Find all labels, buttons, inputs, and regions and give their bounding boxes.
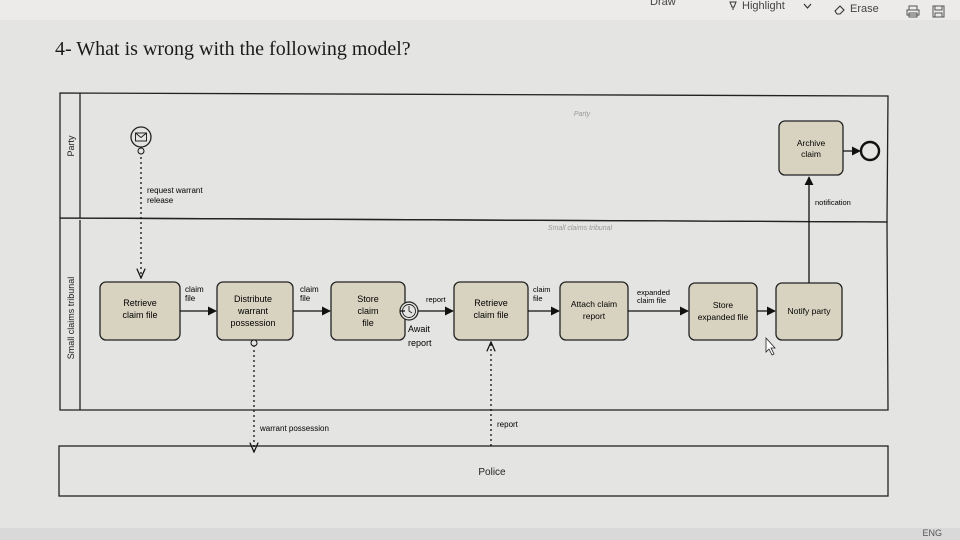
flow-label: report [497,420,519,429]
language-indicator[interactable]: ENG [922,528,942,538]
ink-toolbar: Draw Highlight Erase [0,0,960,20]
task-archive-claim[interactable]: Archive claim [778,120,844,176]
task-label-line: Distribute [234,294,272,304]
message-start-event[interactable] [130,126,152,148]
flow-label: claim [533,285,551,294]
flow-label: claim file [637,296,666,305]
flow-label: warrant possession [259,424,329,433]
erase-label: Erase [850,3,879,15]
task-label-line: Archive [797,138,826,148]
task-label-line: expanded file [698,312,749,322]
timer-icon [408,306,413,314]
await-report-event[interactable]: Await report [399,301,432,348]
taskbar [0,528,960,540]
draw-label: Draw [650,0,676,8]
save-button[interactable] [932,3,945,19]
end-event[interactable] [859,140,881,162]
task-label-line: Store [713,300,734,310]
tribunal-pool: Small claims tribunal Small claims tribu… [59,217,889,411]
task-label-line: file [362,318,374,328]
task-store-expanded-file[interactable]: Store expanded file [688,282,758,341]
question-heading: 4- What is wrong with the following mode… [55,38,411,60]
police-pool-label: Police [478,467,506,478]
cursor-icon [765,336,776,356]
flow-label: report [426,295,447,304]
flow-label: request warrant [147,186,203,195]
task-label-line: Attach claim [571,299,617,309]
print-button[interactable] [906,3,920,19]
party-pool-watermark: Party [574,111,591,118]
sequence-flows [180,146,861,316]
task-distribute-warrant[interactable]: Distribute warrant possession [216,281,294,341]
message-flows [138,147,491,452]
task-notify-party[interactable]: Notify party [775,282,843,341]
eraser-icon [834,4,846,15]
task-label-line: claim file [122,310,157,320]
draw-tool[interactable]: Draw [650,0,676,10]
task-label-line: possession [230,318,275,328]
event-label-line: Await [408,324,430,334]
event-label-line: report [408,338,432,348]
erase-tool[interactable]: Erase [834,1,879,17]
chevron-down-icon[interactable] [803,3,812,9]
party-pool: Party Party [59,92,889,223]
task-retrieve-claim-file-2[interactable]: Retrieve claim file [453,281,529,341]
tribunal-pool-watermark: Small claims tribunal [548,225,613,232]
print-icon [906,5,920,18]
task-label-line: claim [357,306,378,316]
flow-label: claim [185,285,204,294]
party-pool-label: Party [66,135,76,157]
envelope-icon [135,132,147,142]
task-label-line: Retrieve [474,298,508,308]
task-label-line: warrant [237,306,269,316]
flow-label: file [185,294,196,303]
task-label-line: claim [801,149,821,159]
task-attach-claim-report[interactable]: Attach claim report [559,281,629,341]
task-label-line: Notify party [788,306,832,316]
highlighter-icon [728,1,738,11]
save-icon [932,5,945,18]
task-label-line: Store [357,294,379,304]
tribunal-pool-label: Small claims tribunal [66,277,76,360]
task-label-line: Retrieve [123,298,157,308]
police-pool: Police [58,445,889,497]
flow-label: file [300,294,311,303]
flow-label: notification [815,198,851,207]
task-label-line: claim file [473,310,508,320]
highlight-label: Highlight [742,0,785,12]
flow-label: expanded [637,288,670,297]
task-store-claim-file[interactable]: Store claim file [330,281,406,341]
task-label-line: report [583,311,606,321]
flow-label: file [533,294,543,303]
flow-label: claim [300,285,319,294]
highlight-tool[interactable]: Highlight [728,0,812,14]
flow-label: release [147,196,174,205]
task-retrieve-claim-file[interactable]: Retrieve claim file [99,281,181,341]
